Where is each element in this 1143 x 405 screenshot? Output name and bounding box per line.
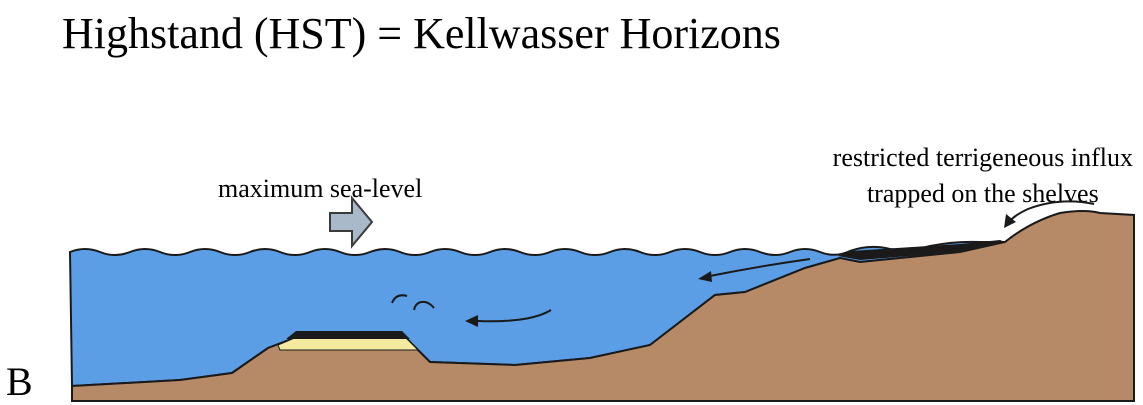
block-arrow-icon xyxy=(330,198,372,246)
black-shale-rise xyxy=(286,331,410,339)
